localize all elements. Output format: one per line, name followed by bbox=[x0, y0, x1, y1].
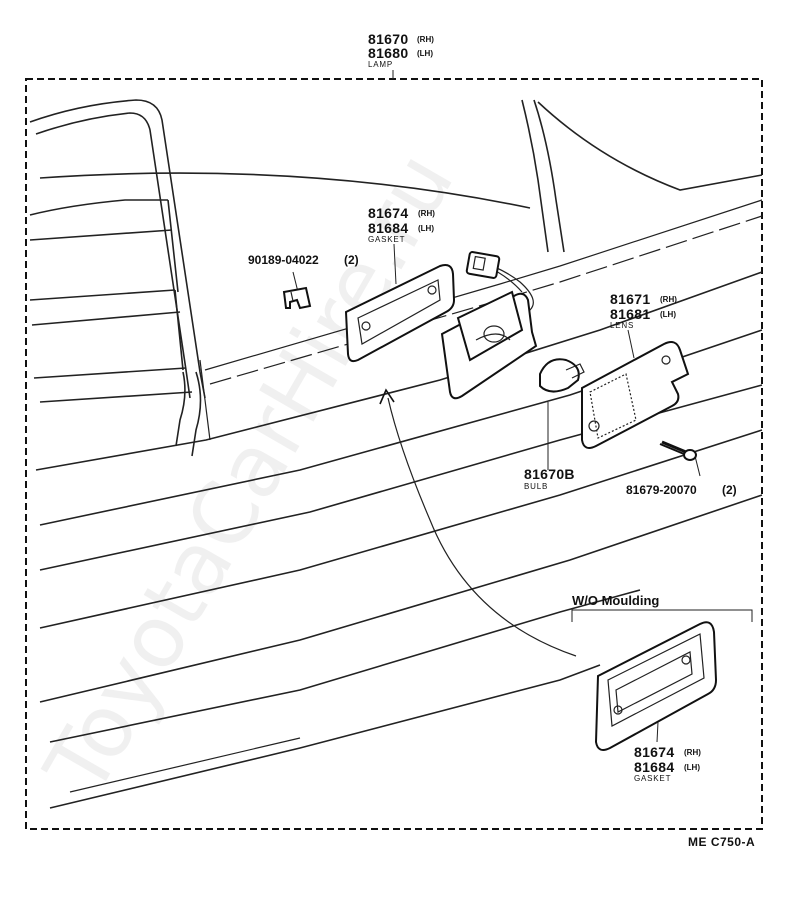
vehicle-body-outline bbox=[29, 99, 763, 809]
screw-pn: 81679-20070 bbox=[626, 483, 697, 497]
gasket-side-lh: (LH) bbox=[418, 224, 434, 233]
lamp-side-lh: (LH) bbox=[417, 49, 433, 58]
lamp-label: 81670 (RH) 81680 (LH) LAMP bbox=[368, 31, 434, 69]
bulb-pn: 81670B bbox=[524, 466, 575, 482]
screw-qty: (2) bbox=[722, 483, 737, 497]
screw-part bbox=[659, 440, 701, 477]
gasket-side-rh: (RH) bbox=[418, 209, 435, 218]
bulb-label: 81670B BULB bbox=[524, 466, 575, 491]
wo-gasket-side-rh: (RH) bbox=[684, 748, 701, 757]
dashed-frame bbox=[25, 78, 763, 830]
lamp-pn-rh: 81670 bbox=[368, 31, 408, 47]
wo-moulding-header: W/O Moulding bbox=[572, 593, 659, 608]
lens-pn-rh: 81671 bbox=[610, 291, 650, 307]
installation-arrow bbox=[379, 388, 577, 657]
wo-gasket-pn-lh: 81684 bbox=[634, 759, 674, 775]
clip-pn: 90189-04022 bbox=[248, 253, 319, 267]
gasket-pn-lh: 81684 bbox=[368, 220, 408, 236]
wo-moulding-gasket-label: 81674 (RH) 81684 (LH) GASKET bbox=[634, 744, 701, 783]
bulb-part bbox=[539, 358, 585, 470]
clip-label: 90189-04022 (2) bbox=[248, 253, 359, 267]
lens-label: 81671 (RH) 81681 (LH) LENS bbox=[610, 291, 677, 330]
lens-side-rh: (RH) bbox=[660, 295, 677, 304]
bulb-caption: BULB bbox=[524, 482, 548, 491]
gasket-pn-rh: 81674 bbox=[368, 205, 408, 221]
watermark-text: ToyotaCarHire.ru bbox=[26, 136, 473, 811]
wo-gasket-caption: GASKET bbox=[634, 774, 671, 783]
gasket-caption: GASKET bbox=[368, 235, 405, 244]
diagram-reference-code: ME C750-A bbox=[688, 835, 755, 849]
lamp-side-rh: (RH) bbox=[417, 35, 434, 44]
wo-moulding-group bbox=[571, 609, 753, 751]
lens-side-lh: (LH) bbox=[660, 310, 676, 319]
lamp-pn-lh: 81680 bbox=[368, 45, 408, 61]
lens-part bbox=[581, 329, 690, 449]
lamp-caption: LAMP bbox=[368, 60, 393, 69]
gasket-main-part bbox=[344, 243, 456, 363]
wo-gasket-pn-rh: 81674 bbox=[634, 744, 674, 760]
clip-qty: (2) bbox=[344, 253, 359, 267]
gasket-main-label: 81674 (RH) 81684 (LH) GASKET bbox=[368, 205, 435, 244]
wo-gasket-side-lh: (LH) bbox=[684, 763, 700, 772]
screw-label: 81679-20070 (2) bbox=[626, 483, 737, 497]
lens-caption: LENS bbox=[610, 321, 634, 330]
lamp-housing-part bbox=[440, 251, 538, 400]
retainer-clip bbox=[282, 271, 312, 310]
lens-pn-lh: 81681 bbox=[610, 306, 650, 322]
